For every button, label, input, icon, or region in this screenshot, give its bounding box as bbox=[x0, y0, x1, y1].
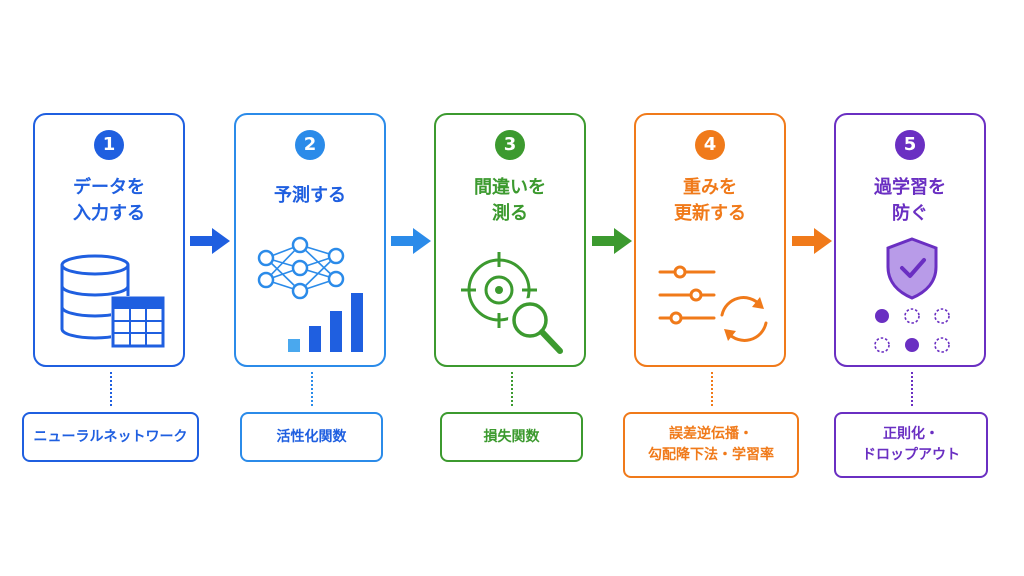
tag-3: 損失関数 bbox=[440, 412, 583, 462]
step-number-badge: 5 bbox=[895, 130, 925, 160]
tag-2: 活性化関数 bbox=[240, 412, 383, 462]
step-title: 予測する bbox=[236, 183, 384, 209]
flow-arrow-1 bbox=[190, 228, 230, 254]
connector-1 bbox=[110, 372, 112, 406]
step-title-line1: 間違いを bbox=[474, 177, 546, 198]
tag-1: ニューラルネットワーク bbox=[22, 412, 199, 462]
step-number-badge: 2 bbox=[295, 130, 325, 160]
step-title-line2: 更新する bbox=[674, 203, 746, 224]
tag-4: 誤差逆伝播・ 勾配降下法・学習率 bbox=[623, 412, 799, 478]
step-number-badge: 4 bbox=[695, 130, 725, 160]
step-title: 間違いを 測る bbox=[436, 175, 584, 227]
step-title-line1: データを bbox=[73, 177, 145, 198]
tag-line1: 正則化・ bbox=[883, 426, 939, 442]
target-magnifier-icon bbox=[461, 252, 563, 354]
tag-line2: 勾配降下法・学習率 bbox=[648, 447, 774, 463]
dropout-dots bbox=[875, 309, 919, 352]
tag-line2: ドロップアウト bbox=[862, 447, 960, 463]
connector-4 bbox=[711, 372, 713, 406]
step-number-badge: 1 bbox=[94, 130, 124, 160]
step-title-line1: 予測する bbox=[274, 185, 346, 206]
step-title: 過学習を 防ぐ bbox=[836, 175, 984, 227]
step-title-line2: 防ぐ bbox=[892, 203, 928, 224]
step-title-line2: 入力する bbox=[73, 203, 145, 224]
step-title: 重みを 更新する bbox=[636, 175, 784, 227]
tag-line1: 損失関数 bbox=[483, 428, 540, 445]
step-card-5: 5 過学習を 防ぐ bbox=[834, 113, 986, 367]
step-title-line2: 測る bbox=[492, 203, 528, 224]
database-table-icon bbox=[60, 254, 165, 348]
step-title-line1: 過学習を bbox=[874, 177, 946, 198]
flow-arrow-3 bbox=[592, 228, 632, 254]
step-card-4: 4 重みを 更新する bbox=[634, 113, 786, 367]
step-card-2: 2 予測する bbox=[234, 113, 386, 367]
flow-arrow-4 bbox=[792, 228, 832, 254]
step-number-badge: 3 bbox=[495, 130, 525, 160]
connector-3 bbox=[511, 372, 513, 406]
tag-line1: ニューラルネットワーク bbox=[33, 428, 188, 445]
neural-network-chart-icon bbox=[257, 236, 363, 352]
step-card-1: 1 データを 入力する bbox=[33, 113, 185, 367]
step-title-line1: 重みを bbox=[683, 177, 737, 198]
tag-5: 正則化・ ドロップアウト bbox=[834, 412, 988, 478]
step-card-3: 3 間違いを 測る bbox=[434, 113, 586, 367]
flow-arrow-2 bbox=[391, 228, 431, 254]
shield-check-icon bbox=[874, 237, 950, 353]
connector-2 bbox=[311, 372, 313, 406]
sliders-refresh-icon bbox=[658, 265, 768, 342]
tag-line1: 活性化関数 bbox=[276, 428, 347, 445]
tag-line1: 誤差逆伝播・ bbox=[669, 426, 753, 442]
connector-5 bbox=[911, 372, 913, 406]
step-title: データを 入力する bbox=[35, 175, 183, 227]
